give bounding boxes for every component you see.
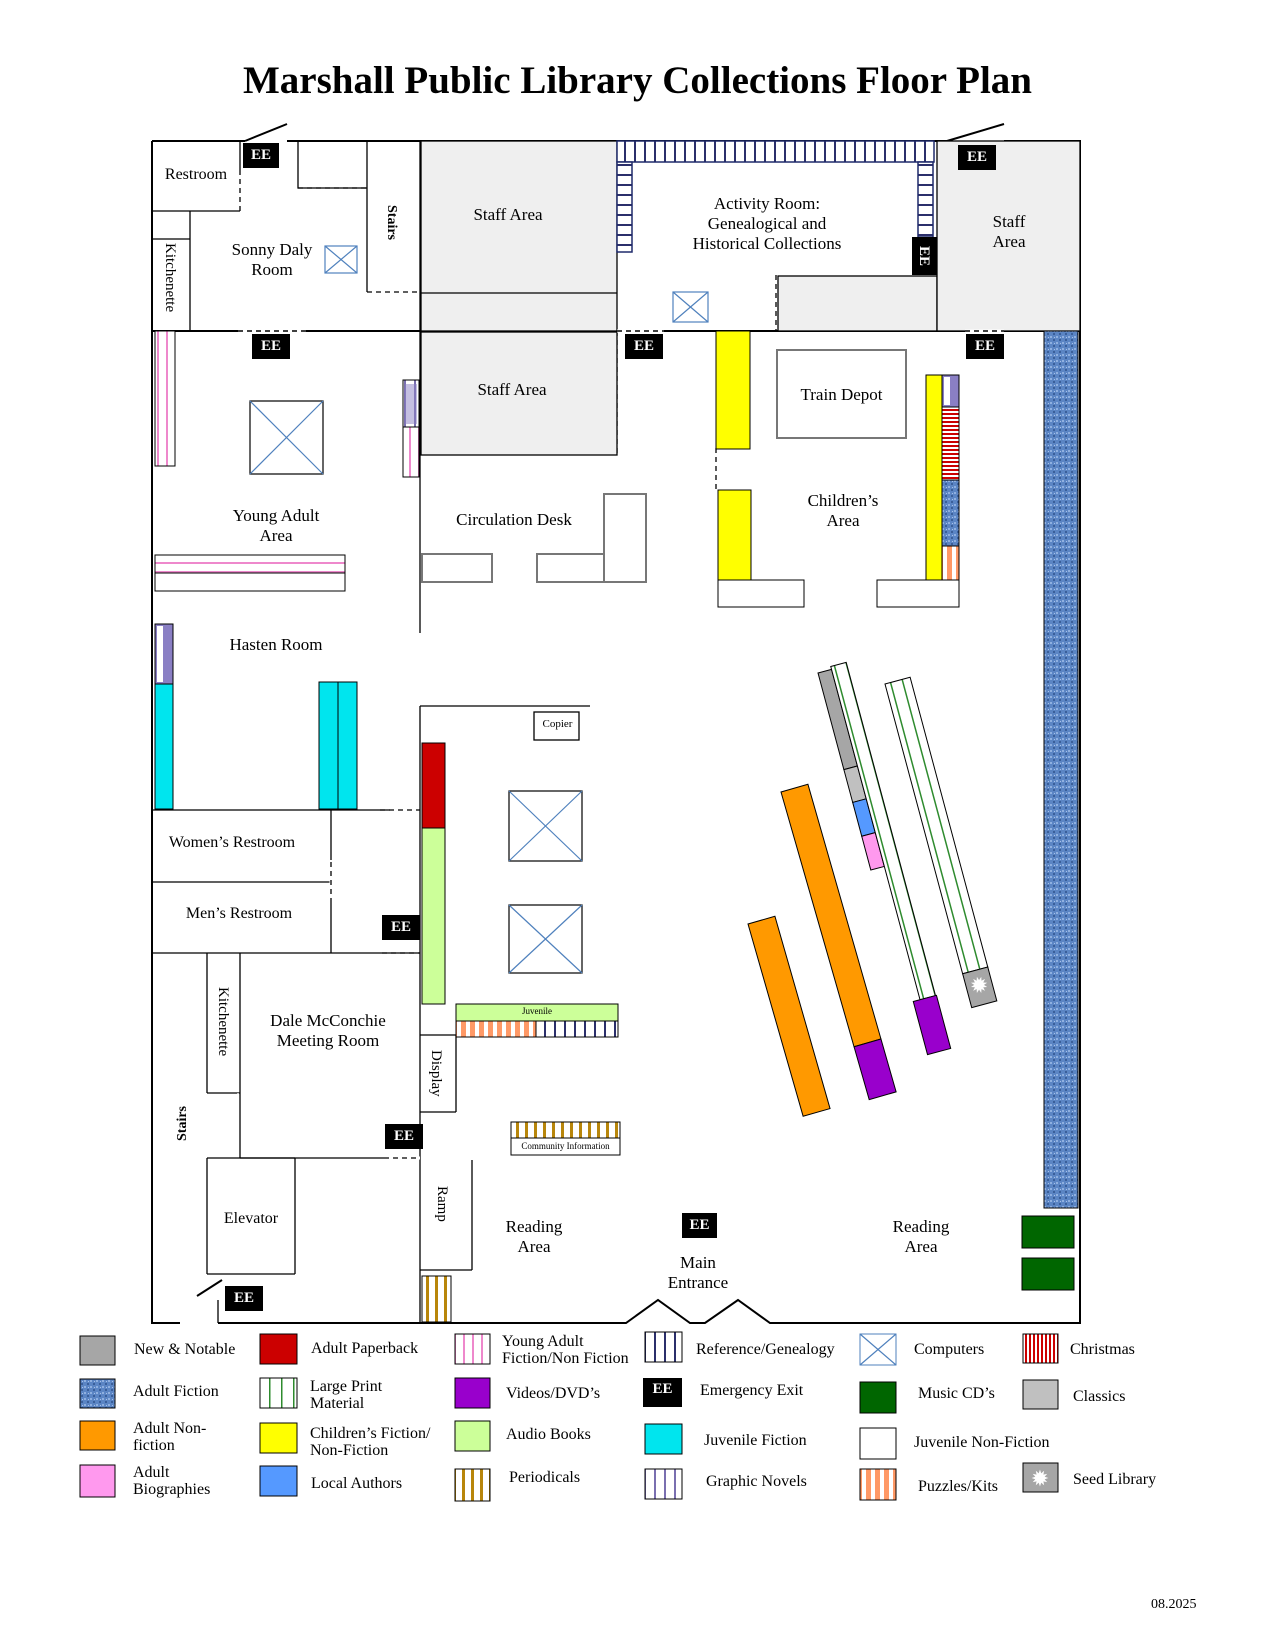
legend-childrens: Children’s Fiction/ Non-Fiction bbox=[310, 1425, 431, 1459]
label-main-entrance: Main Entrance bbox=[667, 1253, 729, 1292]
label-stairs-bottom: Stairs bbox=[175, 1106, 190, 1141]
legend-new-notable: New & Notable bbox=[134, 1341, 236, 1358]
legend-adult-paperback: Adult Paperback bbox=[311, 1340, 419, 1357]
emergency-exit-10: EE bbox=[225, 1286, 263, 1311]
legend-young-adult: Young Adult Fiction/Non Fiction bbox=[502, 1333, 629, 1367]
label-staff-area-2: Staff Area bbox=[477, 380, 547, 399]
legend-periodicals: Periodicals bbox=[509, 1469, 581, 1486]
map-title: Marshall Public Library Collections Floo… bbox=[242, 59, 1032, 102]
label-restroom: Restroom bbox=[164, 166, 228, 183]
legend-adult-fiction: Adult Fiction bbox=[133, 1383, 219, 1400]
emergency-exit-2: EE bbox=[958, 145, 996, 170]
legend-classics: Classics bbox=[1073, 1388, 1126, 1405]
emergency-exit-3-text: EE bbox=[916, 245, 933, 267]
emergency-exit-8: EE bbox=[385, 1124, 423, 1149]
emergency-exit-1: EE bbox=[243, 143, 279, 168]
label-young-adult-area: Young Adult Area bbox=[232, 506, 320, 545]
legend-reference: Reference/Genealogy bbox=[696, 1341, 835, 1358]
emergency-exit-9: EE bbox=[682, 1213, 717, 1238]
label-kitchenette-top: Kitchenette bbox=[162, 243, 178, 313]
legend-videos: Videos/DVD’s bbox=[506, 1385, 601, 1402]
label-community-information: Community Information bbox=[521, 1141, 610, 1151]
legend-adult-nonfiction: Adult Non-fiction bbox=[133, 1420, 207, 1454]
label-mens-restroom: Men’s Restroom bbox=[185, 905, 293, 922]
legend-music-cds: Music CD’s bbox=[918, 1385, 995, 1402]
label-kitchenette-bottom: Kitchenette bbox=[215, 987, 231, 1057]
legend-local-authors: Local Authors bbox=[311, 1475, 403, 1492]
label-activity-room: Activity Room: Genealogical and Historic… bbox=[692, 194, 842, 253]
legend-large-print: Large Print Material bbox=[310, 1378, 383, 1412]
legend-christmas: Christmas bbox=[1070, 1341, 1135, 1358]
label-circulation-desk: Circulation Desk bbox=[456, 510, 572, 529]
legend-puzzles-kits: Puzzles/Kits bbox=[918, 1478, 998, 1495]
label-ramp: Ramp bbox=[434, 1186, 450, 1222]
emergency-exit-7: EE bbox=[382, 915, 420, 940]
svg-text:✹: ✹ bbox=[1031, 1467, 1049, 1492]
legend-adult-biographies: Adult Biographies bbox=[133, 1464, 211, 1498]
label-juvenile-shelf: Juvenile bbox=[522, 1006, 552, 1016]
label-display: Display bbox=[428, 1050, 444, 1097]
label-womens-restroom: Women’s Restroom bbox=[168, 834, 296, 851]
legend-graphic-novels: Graphic Novels bbox=[706, 1473, 807, 1490]
label-train-depot: Train Depot bbox=[800, 385, 883, 404]
emergency-exit-6: EE bbox=[966, 334, 1004, 359]
legend-juvenile-nonfiction: Juvenile Non-Fiction bbox=[914, 1434, 1050, 1451]
label-hasten-room: Hasten Room bbox=[229, 635, 323, 654]
label-dale-meeting-room: Dale McConchie Meeting Room bbox=[270, 1011, 386, 1050]
legend-audio-books: Audio Books bbox=[506, 1426, 591, 1443]
revision-date: 08.2025 bbox=[1151, 1597, 1197, 1612]
emergency-exit-5: EE bbox=[625, 334, 663, 359]
label-childrens-area: Children’s Area bbox=[807, 491, 879, 530]
label-stairs-top: Stairs bbox=[384, 205, 399, 240]
legend-computers: Computers bbox=[914, 1341, 985, 1358]
emergency-exit-4: EE bbox=[252, 334, 290, 359]
label-reading-area-right: Reading Area bbox=[892, 1217, 950, 1256]
label-reading-area-left: Reading Area bbox=[505, 1217, 563, 1256]
emergency-exit-3: EE bbox=[912, 237, 937, 275]
legend-emergency-exit: Emergency Exit bbox=[700, 1382, 804, 1399]
label-staff-area-1: Staff Area bbox=[473, 205, 543, 224]
label-sonny-daly-room: Sonny Daly Room bbox=[231, 240, 313, 279]
label-elevator: Elevator bbox=[223, 1210, 279, 1227]
label-staff-area-right: Staff Area bbox=[992, 212, 1026, 251]
legend-emergency-exit-swatch: EE bbox=[643, 1378, 682, 1407]
label-copier: Copier bbox=[542, 718, 573, 730]
legend-seed-library: Seed Library bbox=[1073, 1471, 1157, 1488]
legend-juvenile-fiction: Juvenile Fiction bbox=[704, 1432, 807, 1449]
